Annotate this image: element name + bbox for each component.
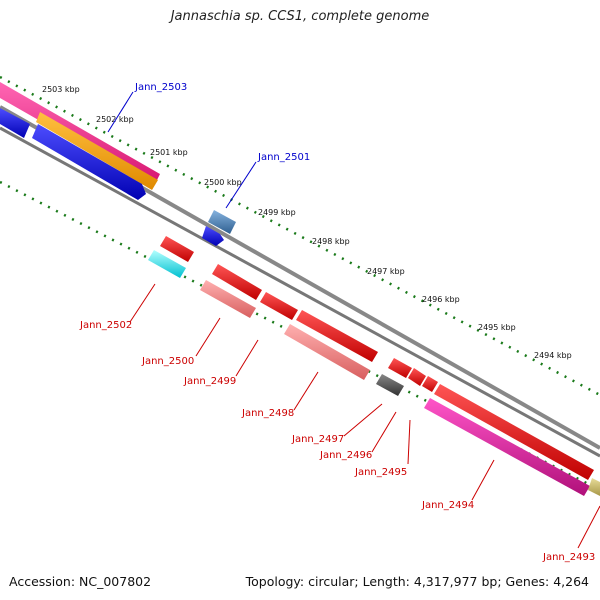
gene-arrow-red-5 bbox=[434, 384, 594, 480]
accession-text: Accession: NC_007802 bbox=[9, 574, 152, 589]
gene-label-jann-2494[interactable]: Jann_2494 bbox=[421, 500, 474, 511]
gene-label-jann-2493[interactable]: Jann_2493 bbox=[542, 552, 595, 563]
leader-line bbox=[343, 403, 383, 437]
gene-arrow-jann-2497 bbox=[376, 374, 404, 396]
gene-arrow-blue-3 bbox=[202, 226, 224, 246]
gene-arrow-jann-2502 bbox=[148, 250, 186, 278]
leader-line bbox=[107, 91, 134, 133]
gene-label-jann-2498[interactable]: Jann_2498 bbox=[241, 408, 294, 419]
gene-arrow-jann-2494 bbox=[424, 398, 590, 496]
tick-label: 2501 kbp bbox=[150, 148, 188, 157]
tick-label: 2503 kbp bbox=[42, 85, 80, 94]
gene-arrow-jann-2493 bbox=[588, 478, 600, 496]
gene-arrow-jann-2496 bbox=[388, 358, 412, 378]
tick-label: 2497 kbp bbox=[367, 267, 405, 276]
leader-line bbox=[577, 505, 600, 549]
gene-arrow-orange bbox=[36, 112, 158, 190]
tick-label: 2500 kbp bbox=[204, 178, 242, 187]
gene-arrow-blue-1 bbox=[0, 108, 30, 138]
gene-label-jann-2500[interactable]: Jann_2500 bbox=[141, 356, 194, 367]
gene-arrow-blue-2 bbox=[32, 124, 146, 200]
map-title: Jannaschia sp. CCS1, complete genome bbox=[170, 9, 430, 24]
topology-text: Topology: circular; Length: 4,317,977 bp… bbox=[245, 574, 589, 589]
tick-label: 2496 kbp bbox=[422, 295, 460, 304]
gene-arrow-jann-2499 bbox=[212, 264, 262, 300]
gene-arrow-red-3 bbox=[296, 310, 378, 362]
tick-label: 2494 kbp bbox=[534, 351, 572, 360]
gene-label-jann-2495[interactable]: Jann_2495 bbox=[354, 467, 407, 478]
leader-line bbox=[371, 411, 397, 453]
tick-label: 2495 kbp bbox=[478, 323, 516, 332]
tick-label: 2499 kbp bbox=[258, 208, 296, 217]
gene-label-jann-2497[interactable]: Jann_2497 bbox=[291, 434, 344, 445]
leader-line bbox=[407, 419, 411, 465]
gene-arrow-jann-2498 bbox=[284, 324, 370, 380]
leader-line bbox=[293, 371, 319, 411]
backbone-inner bbox=[0, 126, 600, 458]
gene-label-jann-2503[interactable]: Jann_2503 bbox=[134, 82, 187, 93]
tick-label: 2498 kbp bbox=[312, 237, 350, 246]
leader-line bbox=[195, 317, 221, 357]
leader-line bbox=[471, 459, 495, 501]
gene-label-jann-2501[interactable]: Jann_2501 bbox=[257, 152, 310, 163]
leader-line bbox=[225, 161, 257, 209]
gene-label-jann-2502[interactable]: Jann_2502 bbox=[79, 320, 132, 331]
tick-label: 2502 kbp bbox=[96, 115, 134, 124]
gene-arrow-red-2 bbox=[260, 292, 298, 320]
gene-label-jann-2499[interactable]: Jann_2499 bbox=[183, 376, 236, 387]
gene-arrow-jann-2500 bbox=[200, 280, 256, 318]
gene-arrow-jann-2501 bbox=[208, 210, 236, 234]
leader-line bbox=[235, 339, 259, 377]
gene-arrow-red-1 bbox=[160, 236, 194, 262]
gc-track-outer bbox=[0, 75, 600, 397]
gene-label-jann-2496[interactable]: Jann_2496 bbox=[319, 450, 372, 461]
gene-arrow-jann-2495 bbox=[408, 368, 426, 386]
gene-arrow-red-4 bbox=[422, 376, 438, 392]
leader-line bbox=[129, 283, 156, 323]
